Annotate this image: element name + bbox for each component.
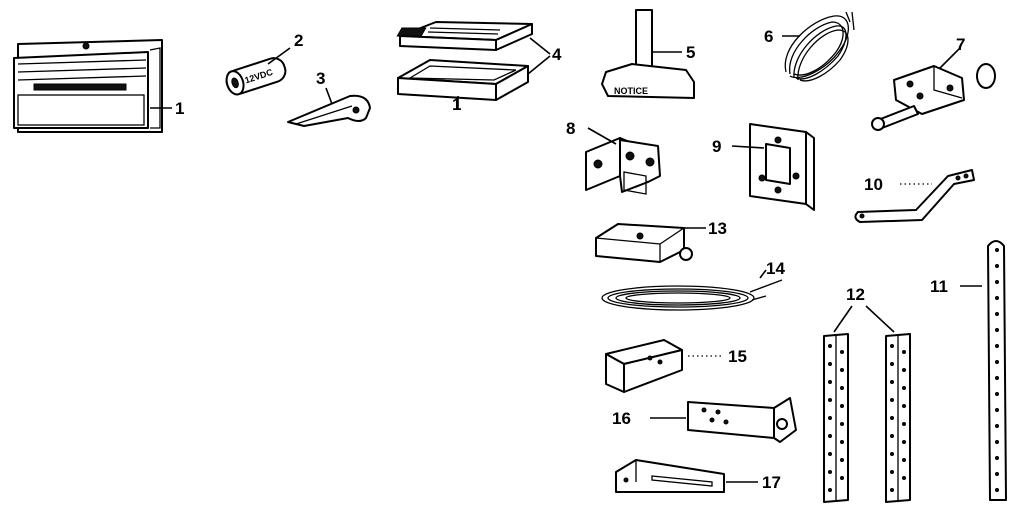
leader-8 <box>587 127 617 145</box>
callout-7: 7 <box>956 35 965 54</box>
strap-holes-left <box>828 344 844 492</box>
leader-4b <box>527 55 551 75</box>
callout-12: 12 <box>846 285 865 304</box>
callout-3: 3 <box>316 69 325 88</box>
callout-10: 10 <box>864 175 883 194</box>
callout-1b: 1 <box>452 95 461 114</box>
leader-3 <box>325 87 333 105</box>
curved-door-arm <box>854 169 975 223</box>
sign-label: NOTICE <box>614 86 648 96</box>
perforated-angle-strap-left <box>823 333 849 503</box>
callout-17: 17 <box>762 473 781 492</box>
leader-12a <box>833 305 853 333</box>
callout-13: 13 <box>708 219 727 238</box>
callout-9: 9 <box>712 137 721 156</box>
clevis-bracket-kit <box>871 63 996 131</box>
leader-14 <box>759 269 767 279</box>
safety-sensor <box>595 223 693 263</box>
bell-wire-coil <box>784 11 855 82</box>
battery-12vdc: 12VDC <box>225 57 287 96</box>
strap-holes-long <box>995 248 999 492</box>
header-bracket <box>749 123 815 211</box>
callout-15: 15 <box>728 347 747 366</box>
callout-8: 8 <box>566 119 575 138</box>
callout-16: 16 <box>612 409 631 428</box>
perforated-angle-strap-right <box>885 333 911 503</box>
strap-holes-right <box>890 344 906 492</box>
l-bracket <box>615 459 725 493</box>
leader-2 <box>267 47 291 65</box>
callout-14: 14 <box>766 259 785 278</box>
remote-transmitter <box>396 21 533 101</box>
sensor-wire-coil <box>601 279 783 311</box>
callout-2: 2 <box>294 31 303 50</box>
perforated-strap-long <box>987 240 1007 501</box>
callout-6: 6 <box>764 27 773 46</box>
visor-clip <box>287 94 371 127</box>
sensor-bracket <box>605 339 683 393</box>
callout-4: 4 <box>552 45 562 64</box>
angle-bracket <box>687 397 797 443</box>
door-bracket <box>585 137 661 195</box>
callout-5: 5 <box>686 43 695 62</box>
leader-9 <box>731 145 765 149</box>
leader-12b <box>865 305 895 333</box>
leader-7 <box>939 47 961 69</box>
leader-4a <box>529 37 551 55</box>
callout-1: 1 <box>175 99 184 118</box>
callout-11: 11 <box>930 277 948 296</box>
opener-housing <box>13 39 163 133</box>
warning-sign: NOTICE <box>601 9 695 99</box>
